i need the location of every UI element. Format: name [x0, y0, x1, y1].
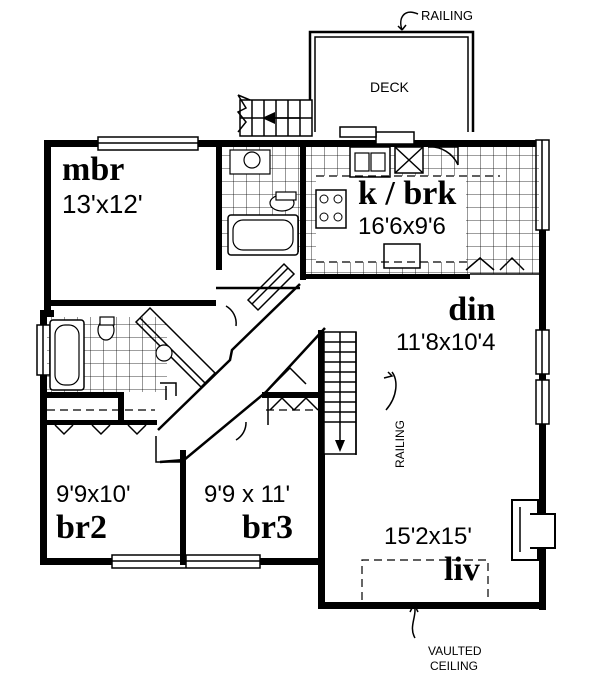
room-dims-living: 15'2x15' [384, 523, 472, 550]
deck [308, 30, 475, 132]
hallway [134, 262, 326, 464]
room-label-dining: din 11'8x10'4 [396, 292, 495, 358]
main-stair [323, 331, 397, 455]
room-name-dining: din [448, 291, 496, 328]
vaulted-label-2: CEILING [430, 659, 478, 673]
room-label-living: 15'2x15' liv [384, 522, 480, 588]
railing-top-label: RAILING [421, 8, 473, 23]
room-dims-dining: 11'8x10'4 [396, 329, 496, 356]
room-label-br2: 9'9x10' br2 [56, 480, 131, 546]
vaulted-label-1: VAULTED [428, 644, 482, 658]
room-name-mbr: mbr [62, 151, 125, 188]
deck-label: DECK [370, 79, 410, 95]
room-name-kitchen: k / brk [358, 175, 457, 212]
room-name-br3: br3 [242, 509, 293, 546]
room-name-living: liv [444, 551, 480, 588]
room-dims-br2: 9'9x10' [56, 481, 131, 508]
closets [47, 396, 319, 436]
kitchen-fixtures [306, 146, 539, 274]
railing-stair-label: RAILING [393, 420, 407, 468]
vaulted-bay [361, 559, 489, 639]
room-dims-mbr: 13'x12' [62, 189, 143, 219]
interior-walls [44, 140, 470, 565]
master-bath [222, 147, 300, 256]
fireplace [511, 499, 556, 561]
deck-stairs [236, 94, 313, 137]
room-dims-br3: 9'9 x 11' [204, 481, 291, 508]
room-dims-kitchen: 16'6x9'6 [358, 213, 446, 240]
room-label-mbr: mbr 13'x12' [62, 152, 143, 220]
second-bath [47, 316, 173, 392]
room-name-br2: br2 [56, 509, 107, 546]
railing-callout-top [397, 11, 419, 31]
room-label-br3: 9'9 x 11' br3 [204, 480, 293, 546]
room-label-kitchen: k / brk 16'6x9'6 [358, 176, 456, 242]
